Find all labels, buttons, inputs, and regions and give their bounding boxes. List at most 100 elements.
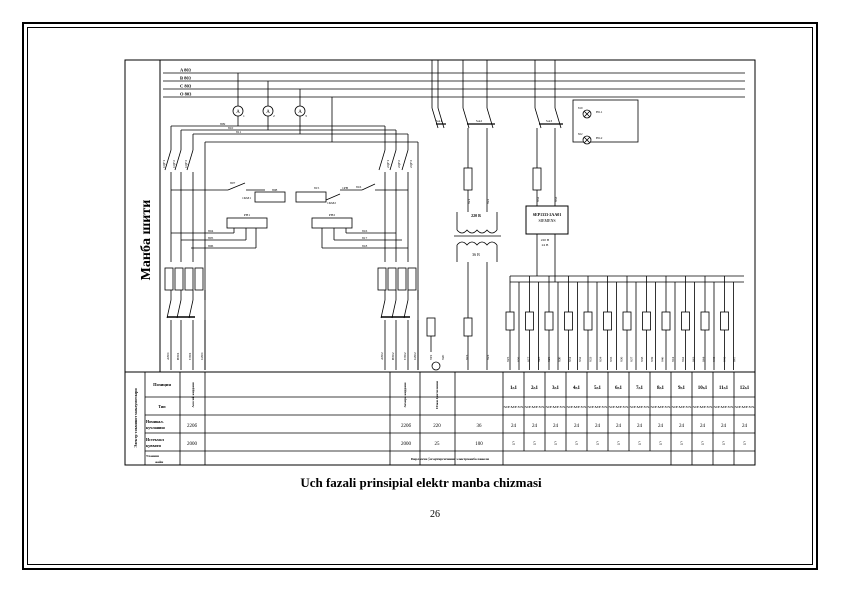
channel-voltage: 24 [721, 424, 727, 429]
bus-label: O 803 [180, 92, 192, 97]
channel-power: 5 [701, 442, 704, 447]
bottom-wire-label: 847 [733, 357, 737, 363]
bottom-wire-label: 841 [671, 357, 675, 363]
bottom-wire-label: 825 [506, 357, 510, 363]
ammeter-index: 1 [243, 114, 245, 118]
contact [227, 182, 246, 191]
fuse [463, 167, 473, 191]
channel-type: SIEMENS [609, 406, 630, 409]
breaker-blade [176, 299, 182, 319]
page-number: 26 [430, 509, 440, 520]
figure-caption: Uch fazali prinsipial elektr manba chizm… [300, 475, 542, 490]
channel-label: 9ₙ1 [678, 386, 685, 391]
reserve-input-header: Захира кирриш [403, 383, 407, 408]
channel-power: 5 [554, 442, 557, 447]
nominal-value: 220б [401, 424, 412, 429]
internal-light-header: Ички ёритилиши [435, 381, 439, 409]
breaker-blade [164, 149, 172, 171]
breaker-label: 2QF3 [409, 160, 413, 168]
bus-label: A 803 [180, 68, 192, 73]
channel-type: SIEMENS [546, 406, 567, 409]
fuse [564, 311, 573, 331]
channel-voltage: 24 [595, 424, 601, 429]
breaker-blade [403, 299, 409, 319]
bottom-wire-label: 826 [516, 357, 520, 363]
channel-power: 5 [743, 442, 746, 447]
channel-type: SIEMENS [504, 406, 525, 409]
relay-box [226, 217, 268, 229]
contactor-coil [295, 191, 327, 203]
channel-type: SIEMENS [714, 406, 735, 409]
location-label: жойи [155, 460, 163, 464]
channel-voltage: 24 [742, 424, 748, 429]
switch-label: SA2 [476, 119, 482, 123]
channel-label: 4ₙ1 [573, 386, 580, 391]
channel-label: 7ₙ1 [636, 386, 643, 391]
breaker-label: 2QF2 [397, 160, 401, 168]
nominal-value: 36 [477, 424, 483, 429]
breaker-blade [389, 149, 397, 171]
wire-label: 816 [356, 185, 362, 189]
channel-power: 5 [659, 442, 662, 447]
breaker-blade [391, 299, 397, 319]
wire-label: 817 [362, 236, 368, 240]
breaker-blade [166, 299, 172, 319]
wire-label: 816 [362, 229, 368, 233]
lamp-icon [431, 361, 441, 371]
wire-label: 810 [228, 126, 234, 130]
ammeter-label: A [236, 110, 240, 115]
location-label: Уланиш [146, 454, 159, 458]
lamp-x [583, 136, 591, 144]
transformer-icon [456, 212, 498, 262]
fuse [583, 311, 593, 331]
switch-label: SA3 [546, 119, 552, 123]
channel-voltage: 24 [658, 424, 664, 429]
switch-blade [554, 107, 562, 129]
channel-voltage: 24 [574, 424, 580, 429]
bottom-wire-label: 839 [650, 357, 654, 363]
fuse [661, 311, 671, 331]
channel-type: SIEMENS [588, 406, 609, 409]
bottom-wire-label: C802 [403, 352, 407, 360]
ammeter-label: A [266, 110, 270, 115]
switch-blade [462, 107, 470, 129]
channel-power: 5 [596, 442, 599, 447]
wire-label: 815 [314, 186, 320, 190]
bottom-wire-label: 832 [578, 357, 582, 363]
wire-label: 805 [208, 236, 214, 240]
bottom-wire-label: G802 [413, 352, 417, 360]
relay-label: РН1 [244, 213, 250, 217]
consumed-label: қуввати [146, 443, 161, 448]
breaker-blade [380, 299, 386, 319]
contact-label: 807 [230, 181, 236, 185]
channel-power: 5 [722, 442, 725, 447]
channel-type: SIEMENS [651, 406, 672, 409]
bottom-wire-label: 837 [630, 357, 634, 363]
power-supply-box [525, 205, 569, 235]
contact [325, 193, 341, 201]
bottom-wire-label: 836 [619, 357, 623, 363]
channel-voltage: 24 [532, 424, 538, 429]
location-text: Бирламчи ўзгартиргичнинг электрманба пан… [411, 457, 489, 461]
wire-label: 806 [208, 244, 214, 248]
bottom-wire-label: 842 [681, 357, 685, 363]
main-input-header: Асосий кирриш [191, 382, 195, 407]
wire-label: 808 [272, 188, 278, 192]
lamp-label: HL2 [596, 136, 603, 140]
channel-type: SIEMENS [630, 406, 651, 409]
breaker-label: 1QF3 [184, 160, 188, 168]
bottom-wire-label: A801 [166, 352, 170, 360]
terminal-block [407, 267, 417, 291]
lamp-x [583, 110, 591, 118]
page-border-inner [27, 27, 813, 565]
channel-type: SIEMENS [567, 406, 588, 409]
position-header: Позиция [153, 382, 171, 387]
channel-voltage: 24 [637, 424, 643, 429]
switch-blade [486, 107, 494, 129]
bottom-wire-label: 838 [640, 357, 644, 363]
coil-label: 1КМ2 [327, 201, 336, 205]
fuse [700, 311, 710, 331]
channel-type: SIEMENS [672, 406, 693, 409]
breaker-blade [188, 299, 194, 319]
